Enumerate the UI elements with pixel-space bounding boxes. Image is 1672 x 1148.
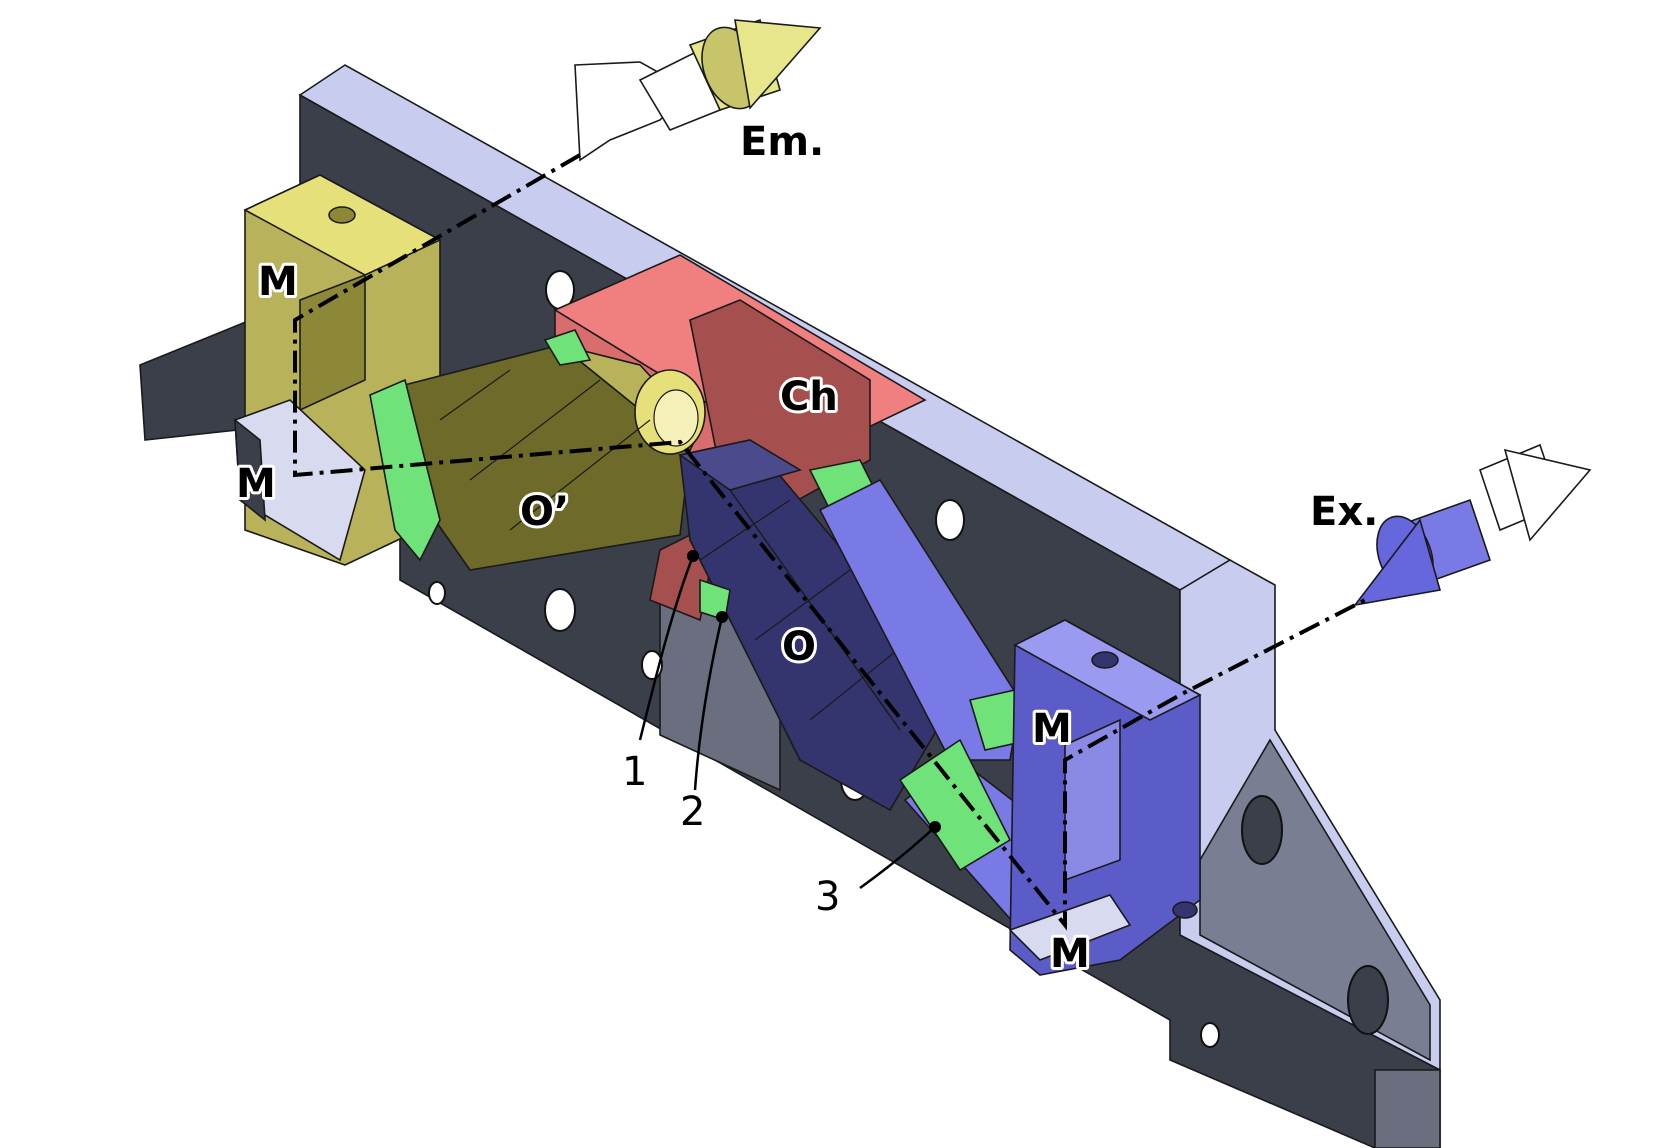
label-mirror: M (1032, 706, 1072, 752)
mirror-face (1008, 894, 1132, 961)
emission-beam-path (293, 153, 1366, 931)
label-chamber: Ch (780, 374, 838, 420)
emission-arrow (574, 18, 822, 162)
callout-label-1: 1 (622, 749, 647, 795)
label-mirror: M (258, 259, 298, 305)
callout-label-3: 3 (815, 874, 840, 920)
callout-leaders (638, 550, 941, 890)
mount-hole (935, 499, 965, 541)
label-excitation: Ex. (1310, 489, 1378, 535)
mount-hole (544, 588, 576, 632)
base-plate-foot (1374, 1069, 1441, 1148)
mount-hole (428, 581, 446, 605)
mount-hole-large (1347, 965, 1389, 1035)
callout-label-2: 2 (680, 789, 705, 835)
label-mirror: M (236, 461, 276, 507)
label-objective-prime: O’ (520, 489, 569, 535)
label-mirror: M (1050, 931, 1090, 977)
objective-prime (369, 329, 706, 571)
mount-hole-large (1241, 795, 1283, 865)
mount-hole (1200, 1022, 1220, 1048)
label-emission: Em. (740, 119, 824, 165)
label-objective: O (782, 624, 816, 670)
excitation-mirror-mount (1008, 619, 1202, 976)
excitation-arrow (1353, 443, 1592, 607)
